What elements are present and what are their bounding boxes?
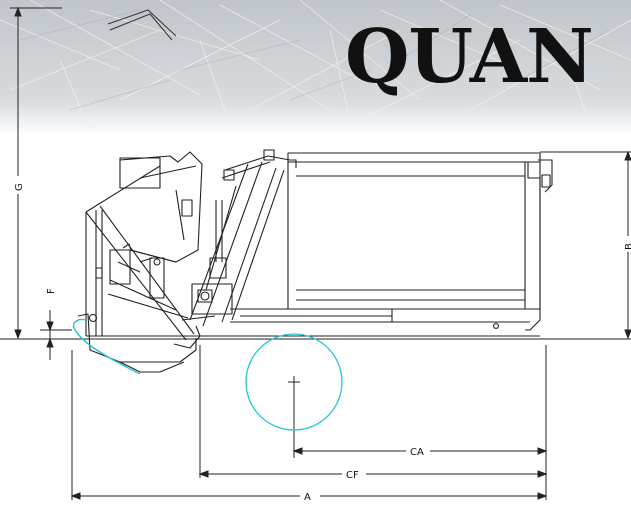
dim-label-b: B — [624, 243, 631, 250]
rear-wheel-outline — [245, 333, 343, 431]
dim-label-cf: CF — [346, 470, 359, 481]
corner-arrow-mark — [107, 9, 177, 41]
banner-texture — [0, 0, 631, 131]
dim-label-ca: CA — [410, 447, 424, 458]
loader-swing-arc — [72, 318, 141, 375]
dim-label-f: F — [46, 288, 57, 294]
truck-body — [77, 149, 553, 373]
dim-label-g: G — [14, 183, 25, 191]
header-banner: QUAN — [0, 0, 631, 135]
banner-texture-dark — [19, 9, 611, 111]
banner-background — [0, 0, 631, 135]
brand-wordmark: QUAN — [345, 14, 593, 100]
dimension-labels: G F B A CF CA — [12, 176, 631, 503]
wheel-center-mark — [288, 376, 300, 388]
dim-label-a: A — [304, 492, 311, 503]
